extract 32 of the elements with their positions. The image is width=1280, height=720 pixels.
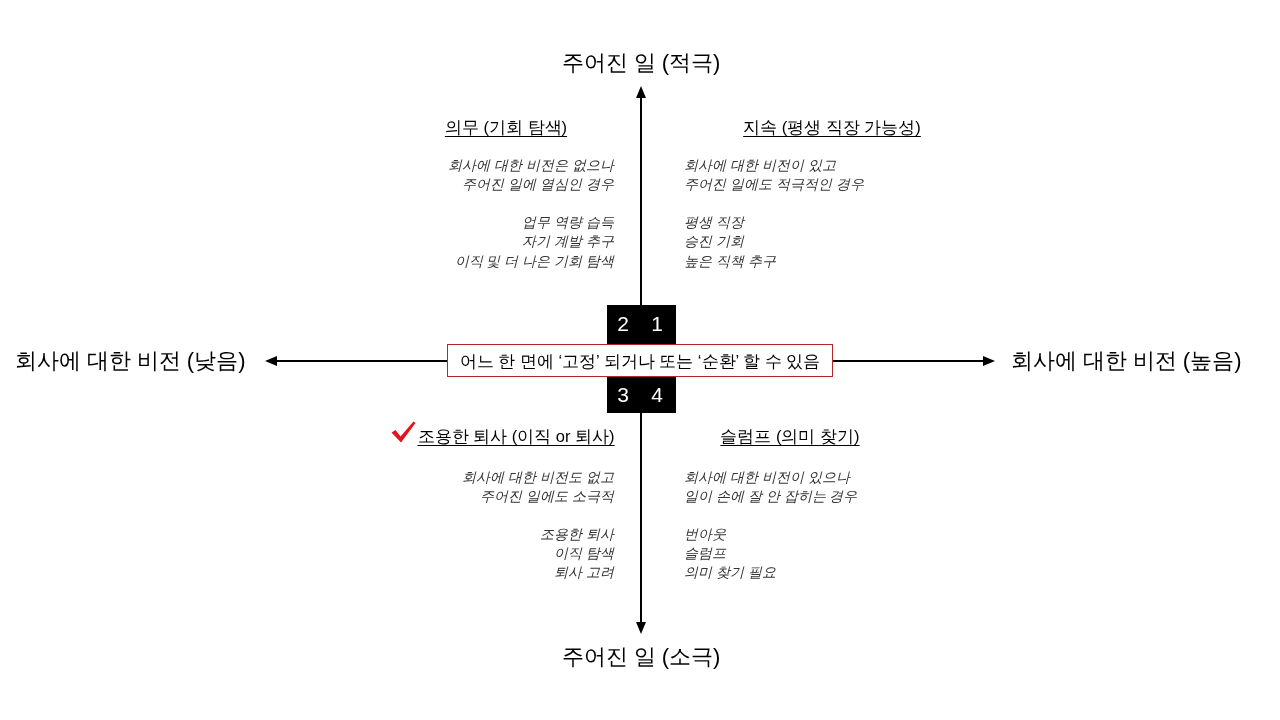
list-item: 자기 계발 추구 — [522, 232, 614, 251]
note-box — [447, 344, 833, 377]
quadrant-number-block — [607, 305, 676, 344]
quadrant-description: 회사에 대한 비전이 있고 주어진 일에도 적극적인 경우 — [684, 156, 865, 194]
list-item: 번아웃 — [684, 525, 726, 544]
list-item: 이직 및 더 나은 기회 탐색 — [454, 252, 614, 271]
quadrant-heading: 지속 (평생 직장 가능성) — [743, 117, 921, 138]
list-item: 조용한 퇴사 — [540, 525, 614, 544]
quadrant-heading: 조용한 퇴사 (이직 or 퇴사) — [417, 426, 615, 447]
quadrant-description: 회사에 대한 비전도 없고 주어진 일에도 소극적 — [461, 468, 614, 506]
quadrant-heading: 의무 (기회 탐색) — [444, 117, 568, 138]
quadrant-number: 4 — [651, 383, 663, 407]
note-text: 어느 한 면에 ‘고정’ 되거나 또는 ‘순환’ 할 수 있음 — [459, 350, 821, 372]
axis-label: 회사에 대한 비전 (높음) — [1010, 347, 1242, 375]
quadrant-description: 회사에 대한 비전이 있으나 일이 손에 잘 안 잡히는 경우 — [684, 468, 859, 506]
list-item: 평생 직장 — [684, 213, 744, 232]
axis-label: 회사에 대한 비전 (낮음) — [14, 347, 246, 375]
quadrant-heading: 슬럼프 (의미 찾기) — [720, 426, 860, 447]
quadrant-number: 3 — [617, 383, 629, 407]
quadrant-number: 2 — [617, 312, 629, 336]
axis-label: 주어진 일 (소극) — [561, 643, 721, 671]
list-item: 높은 직책 추구 — [684, 252, 776, 271]
axis-label: 주어진 일 (적극) — [561, 49, 721, 77]
quadrant-description: 회사에 대한 비전은 없으나 주어진 일에 열심인 경우 — [447, 156, 614, 194]
list-item: 업무 역량 습득 — [522, 213, 614, 232]
list-item: 슬럼프 — [684, 544, 726, 563]
list-item: 의미 찾기 필요 — [684, 563, 776, 582]
list-item: 퇴사 고려 — [554, 563, 614, 582]
quadrant-number: 1 — [651, 312, 663, 336]
list-item: 승진 기회 — [684, 232, 744, 251]
quadrant-number-block — [607, 377, 676, 413]
list-item: 이직 탐색 — [554, 544, 614, 563]
